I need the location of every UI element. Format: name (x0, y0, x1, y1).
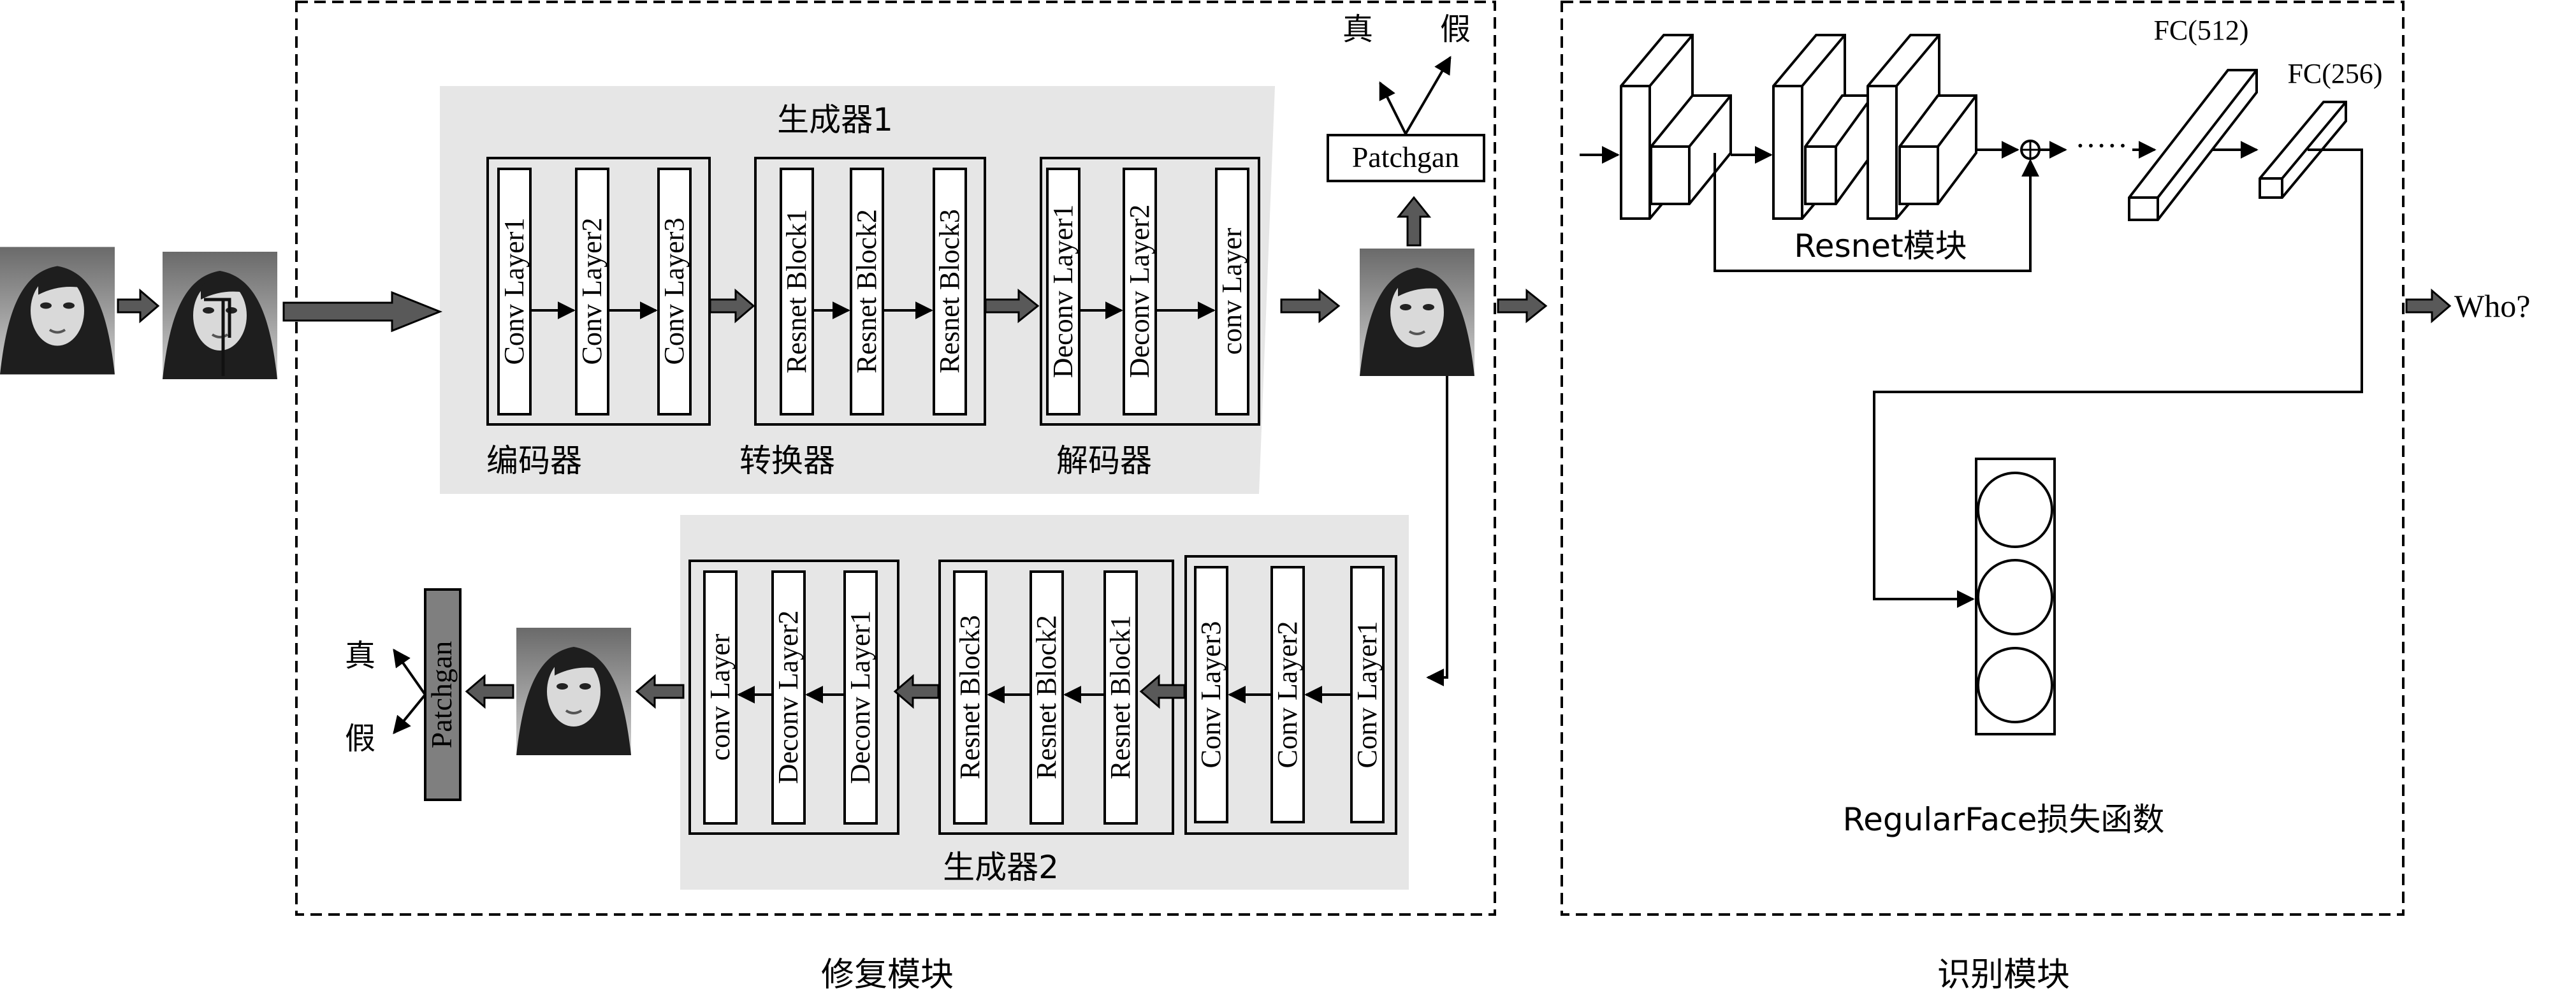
input-arrows (117, 288, 443, 333)
encoder-label: 编码器 (486, 442, 582, 479)
g2-group1-layer-2-label: Deconv Layer2 (773, 611, 804, 784)
restored-face (1360, 249, 1474, 376)
g2-group1-layer-2 (771, 570, 806, 825)
loss-neuron-2 (1977, 559, 2053, 635)
transformer-block-2 (850, 168, 884, 416)
input-face (0, 247, 115, 375)
g2-group2-block-1 (953, 570, 987, 825)
patchgan-top-fake: 假 (1440, 11, 1471, 47)
recognition-module-caption: 识别模块 (1937, 956, 2070, 994)
decoder-layer-2 (1123, 168, 1157, 416)
fc-256 (2259, 101, 2347, 199)
g2-group3-layer-3-label: Conv Layer1 (1351, 621, 1383, 769)
g2-group1-layer-1 (703, 570, 738, 825)
decoder-label: 解码器 (1056, 442, 1152, 479)
g2-group1-layer-3-label: Deconv Layer1 (845, 611, 876, 784)
patchgan-top-real: 真 (1343, 11, 1373, 47)
g2-group2-block-3 (1103, 570, 1138, 825)
fc-512 (2128, 69, 2258, 221)
decoder-layer-1 (1046, 168, 1081, 416)
fc-256-label: FC(256) (2287, 58, 2382, 89)
patchgan-bottom (424, 588, 462, 801)
transformer-block-1-label: Resnet Block1 (781, 209, 812, 373)
resnet-layer-4 (1804, 94, 1874, 205)
encoder-layer-3-label: Conv Layer3 (659, 218, 690, 365)
decoder-layer-2-label: Deconv Layer2 (1124, 205, 1155, 378)
transformer-label: 转换器 (739, 442, 835, 479)
occluded-face (163, 252, 277, 379)
generator1-title: 生成器1 (777, 101, 893, 138)
recognition-module-frame (1561, 1, 2405, 916)
g2-group-1: conv Layer Deconv Layer2 Deconv Layer1 (688, 560, 899, 835)
g2-group1-layer-3 (843, 570, 878, 825)
resnet-module-label: Resnet模块 (1794, 228, 1967, 264)
encoder-layer-2-label: Conv Layer2 (576, 218, 608, 365)
g2-group2-block-1-label: Resnet Block3 (954, 615, 986, 779)
resnet-layer-6 (1898, 94, 1977, 205)
transformer-block-3-label: Resnet Block3 (934, 209, 965, 373)
loss-neuron-1 (1977, 472, 2053, 548)
encoder-layer-1-label: Conv Layer1 (498, 218, 530, 365)
transformer-block-2-label: Resnet Block2 (851, 209, 882, 373)
generator2-title: 生成器2 (943, 849, 1059, 886)
patchgan-bottom-real: 真 (345, 638, 375, 674)
g1-to-g2-connector (1426, 376, 1448, 686)
g1-thick-arrows (709, 288, 1040, 324)
g2-group3-layer-3 (1350, 566, 1385, 823)
g2-group3-layer-2-label: Conv Layer2 (1272, 621, 1303, 769)
decoder-layer-1-label: Deconv Layer1 (1047, 205, 1079, 378)
patchgan-top (1327, 134, 1485, 182)
g2-group2-block-2 (1030, 570, 1064, 825)
encoder-group: Conv Layer1 Conv Layer2 Conv Layer3 (486, 157, 711, 426)
ellipsis: ····· (2075, 127, 2128, 163)
loss-label: RegularFace损失函数 (1843, 801, 2165, 838)
loss-neuron-3 (1977, 647, 2053, 723)
g1-output-arrows (1280, 196, 1548, 324)
g2-group1-layer-1-label: conv Layer (704, 633, 736, 760)
patchgan-bottom-label: Patchgan (425, 641, 458, 749)
patchgan-bottom-fake: 假 (345, 721, 375, 756)
g2-group3-layer-1 (1194, 566, 1228, 823)
encoder-layer-1 (497, 168, 532, 416)
patchgan-bottom-real-arrow (393, 648, 426, 696)
reconstructed-face (516, 628, 631, 755)
transformer-block-1 (780, 168, 814, 416)
output-label: Who? (2454, 288, 2530, 324)
output-arrow (2405, 288, 2452, 324)
g2-group2-block-3-label: Resnet Block1 (1105, 615, 1136, 779)
decoder-group: Deconv Layer1 Deconv Layer2 conv Layer (1040, 157, 1260, 426)
transformer-group: Resnet Block1 Resnet Block2 Resnet Block… (754, 157, 986, 426)
decoder-layer-3-label: conv Layer (1216, 228, 1248, 354)
skip-connection (1714, 153, 2039, 272)
patchgan-top-real-arrow (1379, 81, 1407, 134)
g2-group3-layer-2 (1270, 566, 1305, 823)
patchgan-bottom-fake-arrow (393, 693, 426, 735)
g2-group3-layer-1-label: Conv Layer3 (1195, 621, 1226, 769)
fc-to-loss-connector (1873, 148, 2363, 608)
g2-group-2: Resnet Block3 Resnet Block2 Resnet Block… (938, 560, 1174, 835)
encoder-layer-2 (575, 168, 609, 416)
g2-group-3: Conv Layer3 Conv Layer2 Conv Layer1 (1184, 555, 1397, 835)
occlusion-mark (204, 298, 231, 376)
fc-512-label: FC(512) (2153, 15, 2248, 46)
transformer-block-3 (933, 168, 967, 416)
repair-module-frame (295, 1, 1496, 916)
patchgan-top-label: Patchgan (1352, 141, 1460, 173)
decoder-layer-3 (1215, 168, 1249, 416)
patchgan-top-fake-arrow (1404, 55, 1452, 135)
g2-thick-arrows (465, 674, 1186, 709)
repair-module-caption: 修复模块 (821, 956, 954, 994)
resnet-layer-2 (1650, 94, 1732, 205)
g2-group2-block-2-label: Resnet Block2 (1031, 615, 1062, 779)
encoder-layer-3 (657, 168, 692, 416)
